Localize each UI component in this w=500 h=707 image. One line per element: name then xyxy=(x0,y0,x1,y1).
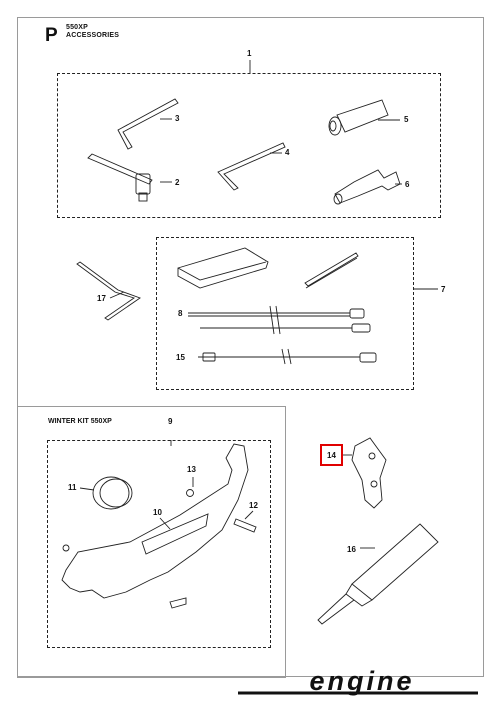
callout-12: 12 xyxy=(249,501,258,510)
model-label: 550XP xyxy=(66,24,89,31)
page-border xyxy=(17,17,484,677)
callout-17: 17 xyxy=(97,294,106,303)
callout-9: 9 xyxy=(168,417,173,426)
callout-8: 8 xyxy=(178,309,183,318)
callout-16: 16 xyxy=(347,545,356,554)
callout-7: 7 xyxy=(441,285,446,294)
highlighted-part-callout[interactable]: 14 xyxy=(320,444,343,466)
engine-logo xyxy=(238,691,478,695)
callout-3: 3 xyxy=(175,114,180,123)
electrical-kit-group-box xyxy=(156,237,414,390)
callout-10: 10 xyxy=(153,508,162,517)
callout-5: 5 xyxy=(404,115,409,124)
section-letter: P xyxy=(45,25,58,46)
callout-2: 2 xyxy=(175,178,180,187)
callout-1: 1 xyxy=(247,49,252,58)
callout-15: 15 xyxy=(176,353,185,362)
winter-kit-group-box xyxy=(47,440,271,648)
callout-4: 4 xyxy=(285,148,290,157)
callout-13: 13 xyxy=(187,465,196,474)
tool-kit-group-box xyxy=(57,73,441,218)
callout-11: 11 xyxy=(68,483,77,492)
callout-14: 14 xyxy=(327,451,336,460)
winter-kit-title: WINTER KIT 550XP xyxy=(48,418,112,425)
engine-logo-text: ENGINE xyxy=(309,666,415,696)
callout-6: 6 xyxy=(405,180,410,189)
winter-kit-panel xyxy=(17,406,286,678)
page-title: ACCESSORIES xyxy=(66,32,120,39)
